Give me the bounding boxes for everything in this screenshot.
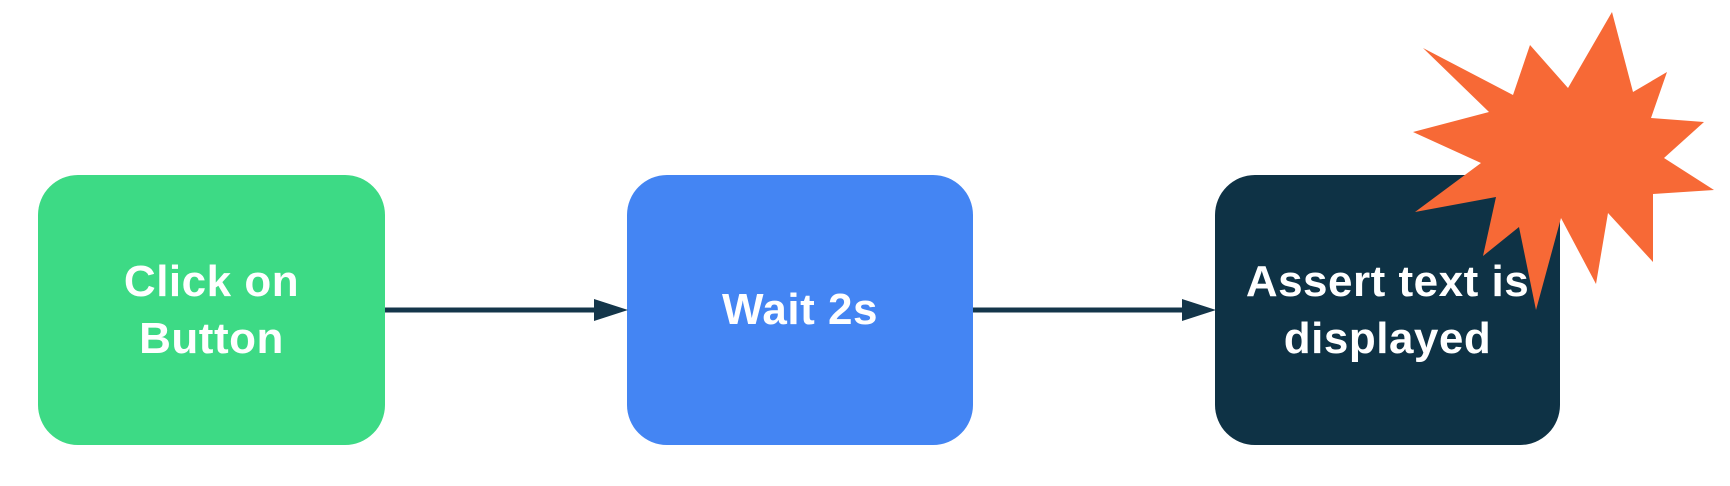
connector-arrow-1 <box>385 299 628 321</box>
node-assert-text-displayed: Assert text is displayed <box>1215 175 1560 445</box>
arrowhead-icon <box>594 299 628 321</box>
node-click-on-button: Click on Button <box>38 175 385 445</box>
arrowhead-icon <box>1182 299 1216 321</box>
node-label: Click on Button <box>123 256 300 363</box>
node-label: Wait 2s <box>722 285 878 335</box>
node-label: Assert text is displayed <box>1245 256 1530 363</box>
connector-arrow-2 <box>973 299 1216 321</box>
node-wait-2s: Wait 2s <box>627 175 973 445</box>
